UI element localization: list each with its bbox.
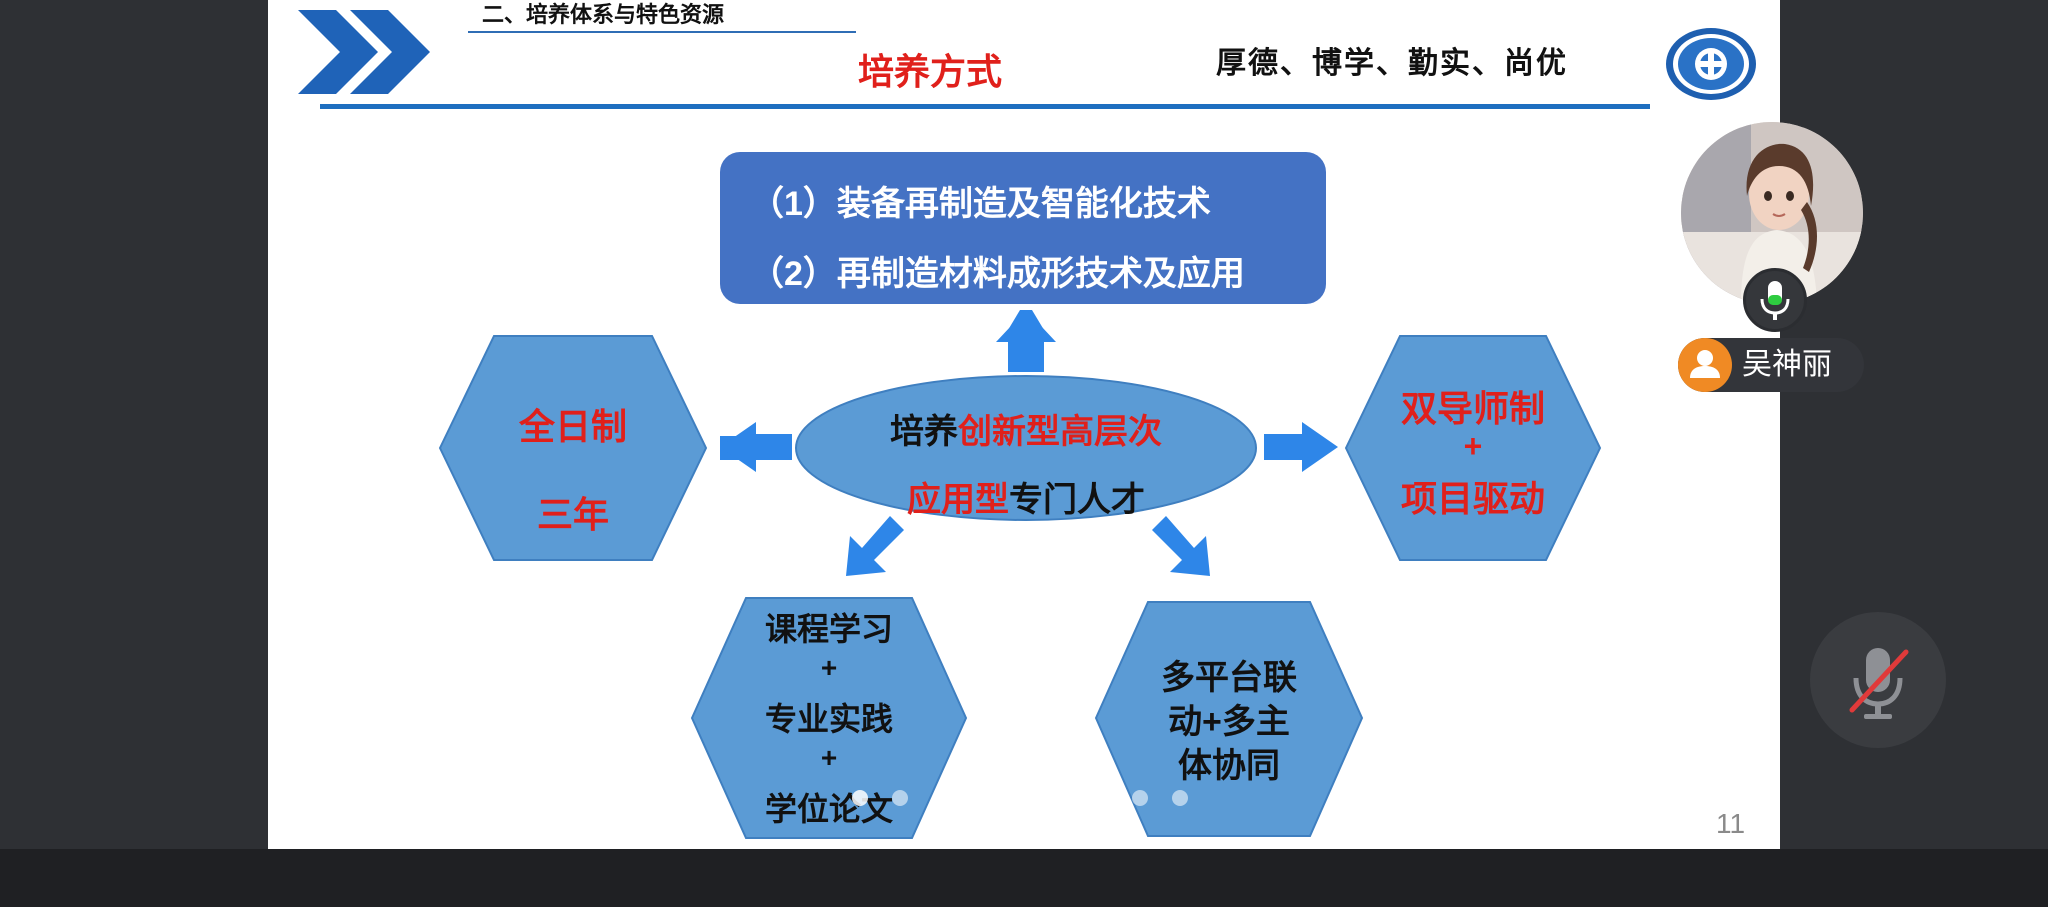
bottom-left-hexagon xyxy=(690,597,968,839)
mic-on-icon xyxy=(1760,281,1790,320)
direction-1-text: （1）装备再制造及智能化技术 xyxy=(750,185,1211,223)
center-goal-line1: 培养创新型高层次 xyxy=(876,404,1176,453)
mic-muted-icon xyxy=(1849,648,1909,719)
bottom-left-hex-line5: 学位论文 xyxy=(764,791,893,827)
chevron-logo-icon xyxy=(298,10,430,94)
bottom-right-hex-line2: 动+多主 xyxy=(1168,703,1290,741)
carousel-dot[interactable] xyxy=(1132,790,1148,806)
carousel-dot-active[interactable] xyxy=(852,790,868,806)
participant-mic-badge xyxy=(1743,268,1807,332)
bottom-right-hex-line1: 多平台联 xyxy=(1161,659,1297,697)
page-number: 11 xyxy=(1716,808,1746,839)
center-goal-part-a: 培养 xyxy=(890,413,958,451)
header-divider xyxy=(320,104,1650,109)
center-goal-ellipse xyxy=(795,375,1257,521)
arrow-right xyxy=(1264,422,1338,472)
university-seal-icon xyxy=(1666,28,1756,100)
section-title: 二、培养体系与特色资源 xyxy=(482,2,725,27)
bottom-right-hexagon xyxy=(1094,601,1364,837)
bottom-toolbar xyxy=(0,849,2048,907)
right-hex-line3: 项目驱动 xyxy=(1400,478,1545,519)
center-goal-part-c: 应用型 xyxy=(907,481,1009,519)
school-motto: 厚德、博学、勤实、尚优 xyxy=(1216,46,1568,81)
mute-toggle-button[interactable] xyxy=(1810,612,1946,748)
bottom-left-hex-line2: + xyxy=(820,652,838,683)
section-underline xyxy=(468,31,856,33)
center-goal-part-d: 专门人才 xyxy=(1009,481,1145,519)
research-directions-box xyxy=(720,152,1326,304)
bottom-left-hex-line1: 课程学习 xyxy=(764,611,893,647)
arrow-down-left xyxy=(846,516,904,576)
right-hexagon xyxy=(1344,335,1602,561)
direction-2-text: （2）再制造材料成形技术及应用 xyxy=(750,255,1245,293)
left-hexagon xyxy=(438,335,708,561)
right-hex-line2: + xyxy=(1463,428,1483,464)
bottom-left-hex-line4: + xyxy=(820,742,838,773)
page-title: 培养方式 xyxy=(858,51,1003,92)
center-goal-part-b: 创新型高层次 xyxy=(958,413,1162,451)
carousel-dot[interactable] xyxy=(1172,790,1188,806)
participant-name: 吴神丽 xyxy=(1742,347,1832,382)
bottom-right-hex-line3: 体协同 xyxy=(1178,747,1280,785)
person-icon xyxy=(1678,338,1732,392)
participant-name-tag: 吴神丽 xyxy=(1678,338,1864,392)
left-hex-line2: 三年 xyxy=(536,494,609,535)
shared-slide: 二、培养体系与特色资源 培养方式 厚德、博学、勤实、尚优 xyxy=(268,0,1780,849)
center-goal-line2: 应用型专门人才 xyxy=(876,472,1176,521)
bottom-left-hex-line3: 专业实践 xyxy=(764,701,893,737)
arrow-down-right xyxy=(1152,516,1210,576)
left-hex-line1: 全日制 xyxy=(518,406,627,447)
training-mode-diagram xyxy=(438,152,1602,839)
right-hex-line1: 双导师制 xyxy=(1400,388,1545,429)
carousel-dot[interactable] xyxy=(892,790,908,806)
